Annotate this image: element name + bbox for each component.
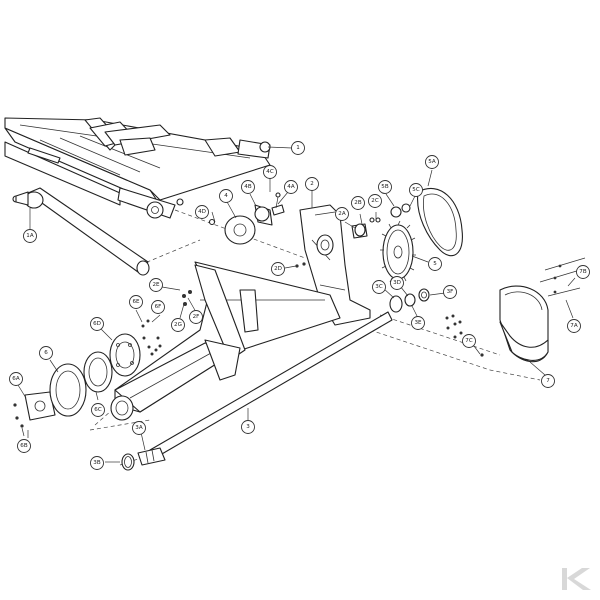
main-frame [4, 117, 271, 219]
callout-6f: 6F [151, 300, 165, 314]
callout-2b: 2B [351, 196, 365, 210]
callout-5b: 5B [378, 180, 392, 194]
svg-text:4C: 4C [266, 169, 274, 175]
svg-text:7B: 7B [579, 269, 587, 275]
svg-text:4: 4 [224, 193, 228, 199]
callout-3e: 3E [411, 316, 425, 330]
svg-text:2: 2 [310, 181, 314, 187]
svg-text:5C: 5C [412, 187, 420, 193]
callout-3d: 3D [390, 276, 404, 290]
callout-2g: 2G [171, 318, 185, 332]
svg-text:2F: 2F [193, 314, 200, 320]
snap-ring-3b [121, 453, 135, 471]
svg-text:7C: 7C [465, 338, 473, 344]
svg-text:6: 6 [44, 350, 48, 356]
svg-text:7: 7 [546, 378, 550, 384]
svg-text:4A: 4A [287, 184, 295, 190]
svg-text:7A: 7A [570, 323, 578, 329]
svg-text:3D: 3D [393, 280, 401, 286]
svg-text:5B: 5B [381, 184, 389, 190]
bearing-plate-4 [208, 192, 285, 245]
callout-6b: 6B [17, 439, 31, 453]
svg-text:3E: 3E [414, 320, 422, 326]
shaft-1a [12, 187, 150, 276]
callout-4: 4 [219, 189, 233, 203]
svg-text:3F: 3F [447, 289, 454, 295]
callout-2c: 2C [368, 194, 382, 208]
hub-plate-group-6 [24, 333, 141, 421]
callout-6: 6 [39, 346, 53, 360]
callout-3f: 3F [443, 285, 457, 299]
brand-logo-icon [562, 568, 591, 590]
svg-text:2G: 2G [174, 322, 182, 328]
callout-leader-lines [17, 146, 576, 463]
axle-3 [137, 311, 393, 466]
callout-6a: 6A [9, 372, 23, 386]
svg-text:1A: 1A [26, 233, 34, 239]
svg-text:4D: 4D [198, 209, 206, 215]
svg-text:4B: 4B [244, 184, 252, 190]
svg-text:2D: 2D [274, 266, 282, 272]
callout-1: 1 [291, 141, 305, 155]
bearing-3c [389, 288, 430, 313]
callout-4a: 4A [284, 180, 298, 194]
svg-text:3: 3 [246, 424, 250, 430]
callout-4d: 4D [195, 205, 209, 219]
main-beam [110, 261, 341, 421]
callout-7c: 7C [462, 334, 476, 348]
callout-6e: 6E [129, 295, 143, 309]
callout-4b: 4B [241, 180, 255, 194]
svg-text:2A: 2A [338, 211, 346, 217]
svg-text:3A: 3A [135, 425, 143, 431]
svg-text:3C: 3C [375, 284, 383, 290]
svg-text:1: 1 [296, 145, 300, 151]
svg-text:2C: 2C [371, 198, 379, 204]
svg-text:6A: 6A [12, 376, 20, 382]
callout-6d: 6D [90, 317, 104, 331]
callout-1a: 1A [23, 229, 37, 243]
callout-2d: 2D [271, 262, 285, 276]
callout-7a: 7A [567, 319, 581, 333]
callout-5c: 5C [409, 183, 423, 197]
callout-7b: 7B [576, 265, 590, 279]
callout-2: 2 [305, 177, 319, 191]
fastener-hardware [13, 262, 484, 438]
callout-6c: 6C [91, 403, 105, 417]
callout-4c: 4C [263, 165, 277, 179]
svg-text:6E: 6E [132, 299, 140, 305]
svg-text:5: 5 [433, 261, 437, 267]
svg-text:2E: 2E [152, 282, 160, 288]
svg-text:5A: 5A [428, 159, 436, 165]
callout-3: 3 [241, 420, 255, 434]
svg-text:2B: 2B [354, 200, 362, 206]
svg-text:3B: 3B [93, 460, 101, 466]
callout-2f: 2F [189, 310, 203, 324]
callout-5: 5 [428, 257, 442, 271]
chain-guard-7 [499, 257, 586, 363]
svg-text:6C: 6C [94, 407, 102, 413]
svg-text:6D: 6D [93, 321, 101, 327]
callout-2e: 2E [149, 278, 163, 292]
callout-3c: 3C [372, 280, 386, 294]
svg-text:6B: 6B [20, 443, 28, 449]
callout-7: 7 [541, 374, 555, 388]
callout-3b: 3B [90, 456, 104, 470]
callout-5a: 5A [425, 155, 439, 169]
callout-2a: 2A [335, 207, 349, 221]
svg-text:6F: 6F [155, 304, 162, 310]
callout-3a: 3A [132, 421, 146, 435]
